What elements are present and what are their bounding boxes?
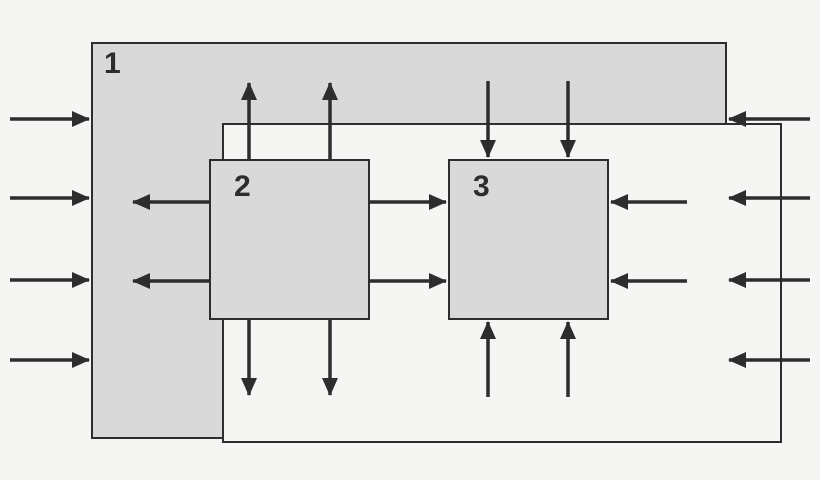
block-3-label: 3 [473,170,490,203]
arrows-external-left [10,111,90,368]
block-2-label: 2 [234,170,251,203]
block-2: 2 [209,159,370,320]
outer-frame-box-1: 1 [91,42,782,443]
outer-frame-label: 1 [104,47,121,80]
block-3: 3 [448,159,609,320]
